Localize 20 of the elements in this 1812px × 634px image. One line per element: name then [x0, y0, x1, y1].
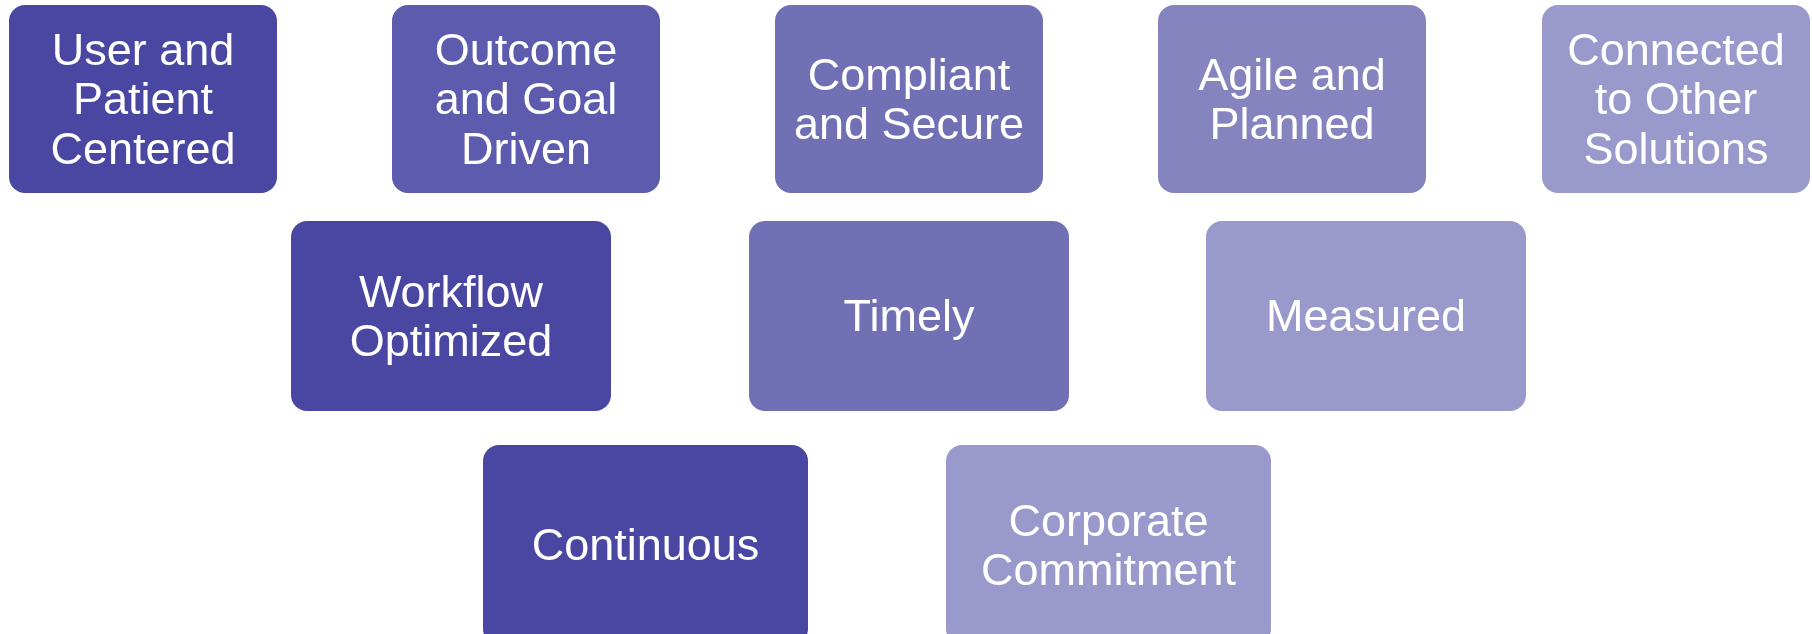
rounded-box	[749, 221, 1069, 411]
box-label: Corporate Commitment	[979, 495, 1237, 595]
box-label: Timely	[843, 291, 975, 341]
box-label: Workflow Optimized	[348, 266, 554, 366]
rounded-box	[9, 5, 277, 193]
box-label: Measured	[1265, 291, 1467, 341]
rounded-box	[946, 445, 1271, 634]
box-label: User and Patient Centered	[49, 24, 237, 174]
rounded-box	[392, 5, 660, 193]
rounded-box	[1158, 5, 1426, 193]
rounded-box	[1542, 5, 1810, 193]
rounded-box	[483, 445, 808, 634]
box-label: Connected to Other Solutions	[1566, 24, 1786, 174]
rounded-box	[291, 221, 611, 411]
rounded-box	[1206, 221, 1526, 411]
rounded-box	[775, 5, 1043, 193]
box-label: Compliant and Secure	[792, 49, 1026, 149]
box-label: Continuous	[531, 520, 760, 570]
box-label: Agile and Planned	[1197, 49, 1387, 149]
box-label: Outcome and Goal Driven	[433, 24, 619, 174]
